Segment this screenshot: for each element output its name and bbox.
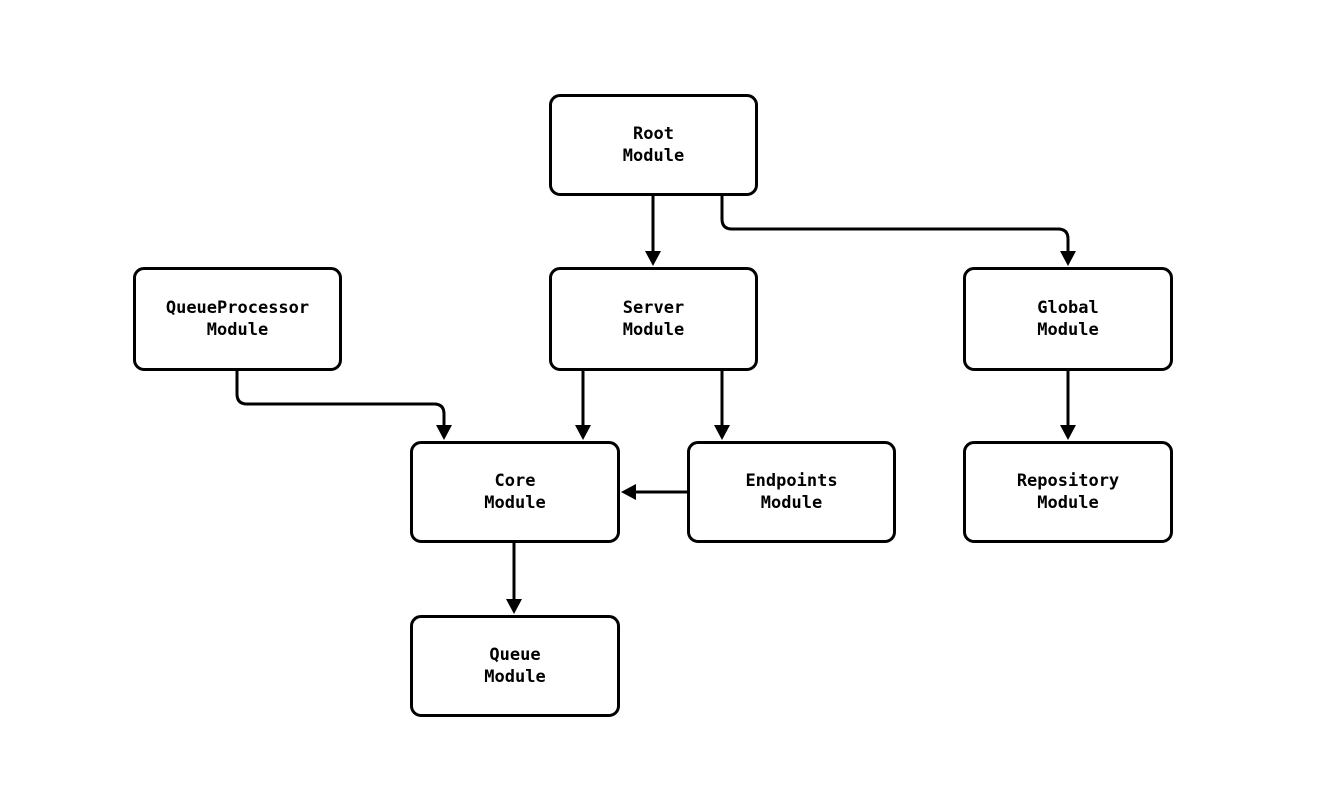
node-repository-label-line2: Module — [1037, 493, 1099, 513]
node-queue-label-line2: Module — [484, 667, 546, 687]
arrowhead-global-to-repository — [1060, 425, 1076, 440]
node-core[interactable]: Core Module — [410, 441, 620, 543]
node-core-label-line1: Core — [494, 471, 536, 491]
node-core-label-line2: Module — [484, 493, 546, 513]
node-global[interactable]: Global Module — [963, 267, 1173, 371]
node-queueprocessor-label-line1: QueueProcessor — [165, 298, 310, 318]
node-server-label-line2: Module — [622, 320, 685, 340]
node-endpoints[interactable]: Endpoints Module — [687, 441, 896, 543]
node-queue-label-line1: Queue — [489, 645, 541, 665]
node-endpoints-label-line2: Module — [760, 493, 823, 513]
node-root-label-line2: Module — [622, 146, 685, 166]
node-repository[interactable]: Repository Module — [963, 441, 1173, 543]
arrowhead-endpoints-to-core — [621, 484, 636, 500]
node-root[interactable]: Root Module — [549, 94, 758, 196]
node-repository-label-line1: Repository — [1016, 471, 1120, 491]
arrowhead-queueprocessor-to-core — [436, 425, 452, 440]
edge-queueprocessor-to-core — [235, 371, 446, 425]
arrowhead-server-to-endpoints — [714, 425, 730, 440]
node-endpoints-label-line1: Endpoints — [745, 471, 838, 491]
node-queue[interactable]: Queue Module — [410, 615, 620, 717]
arrowhead-server-to-core — [575, 425, 591, 440]
node-root-label-line1: Root — [633, 124, 674, 144]
arrowhead-core-to-queue — [506, 599, 522, 614]
edge-root-to-global — [720, 196, 1070, 251]
node-queueprocessor[interactable]: QueueProcessor Module — [133, 267, 342, 371]
node-global-label-line2: Module — [1037, 320, 1099, 340]
arrowhead-root-to-server — [645, 251, 661, 266]
node-queueprocessor-label-line2: Module — [206, 320, 269, 340]
node-server-label-line1: Server — [622, 298, 685, 318]
node-global-label-line1: Global — [1037, 298, 1099, 318]
arrowhead-root-to-global — [1060, 251, 1076, 266]
node-server[interactable]: Server Module — [549, 267, 758, 371]
